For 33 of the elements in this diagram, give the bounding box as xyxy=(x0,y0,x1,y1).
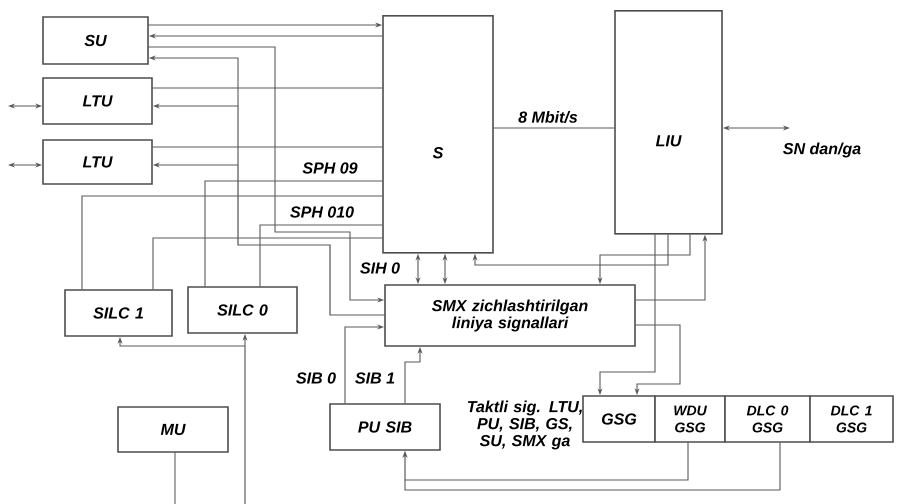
connector xyxy=(402,442,689,481)
block-box: SU xyxy=(42,16,149,65)
edge-label: SPH 010 xyxy=(288,205,356,219)
connector xyxy=(204,180,382,286)
connector xyxy=(81,195,382,290)
connector xyxy=(152,87,382,89)
block-box: SILC 1 xyxy=(64,289,173,337)
edge-label: SIB 1 xyxy=(354,371,396,385)
block-box: LTU xyxy=(42,139,153,185)
connector xyxy=(402,442,781,491)
connector xyxy=(152,237,382,290)
block-box: LTU xyxy=(42,77,153,125)
block-box: DLC 0 GSG xyxy=(724,395,811,443)
block-box: WDU GSG xyxy=(654,395,726,443)
block-box: S xyxy=(382,15,494,254)
block-box: SMX zichlashtirilgan liniya signallari xyxy=(384,284,636,347)
connector xyxy=(494,127,614,129)
edge-label: SN dan/ga xyxy=(782,142,862,158)
note-text: Taktli sig. LTU, PU, SIB, GS, SU, SMX ga xyxy=(468,400,582,450)
block-box: PU SIB xyxy=(329,403,441,451)
connector xyxy=(174,452,176,504)
edge-label: SIH 0 xyxy=(359,261,402,275)
block-box: LIU xyxy=(614,10,723,235)
block-box: SILC 0 xyxy=(187,286,298,334)
edge-label: SIB 0 xyxy=(295,371,337,385)
connector xyxy=(259,224,382,286)
connector xyxy=(152,146,382,148)
block-box: GSG xyxy=(582,395,656,443)
block-box: MU xyxy=(117,406,229,453)
edge-label: SPH 09 xyxy=(301,161,359,175)
connector xyxy=(472,234,669,266)
block-box: DLC 1 GSG xyxy=(809,395,894,443)
edge-label: 8 Mbit/s xyxy=(517,110,579,124)
